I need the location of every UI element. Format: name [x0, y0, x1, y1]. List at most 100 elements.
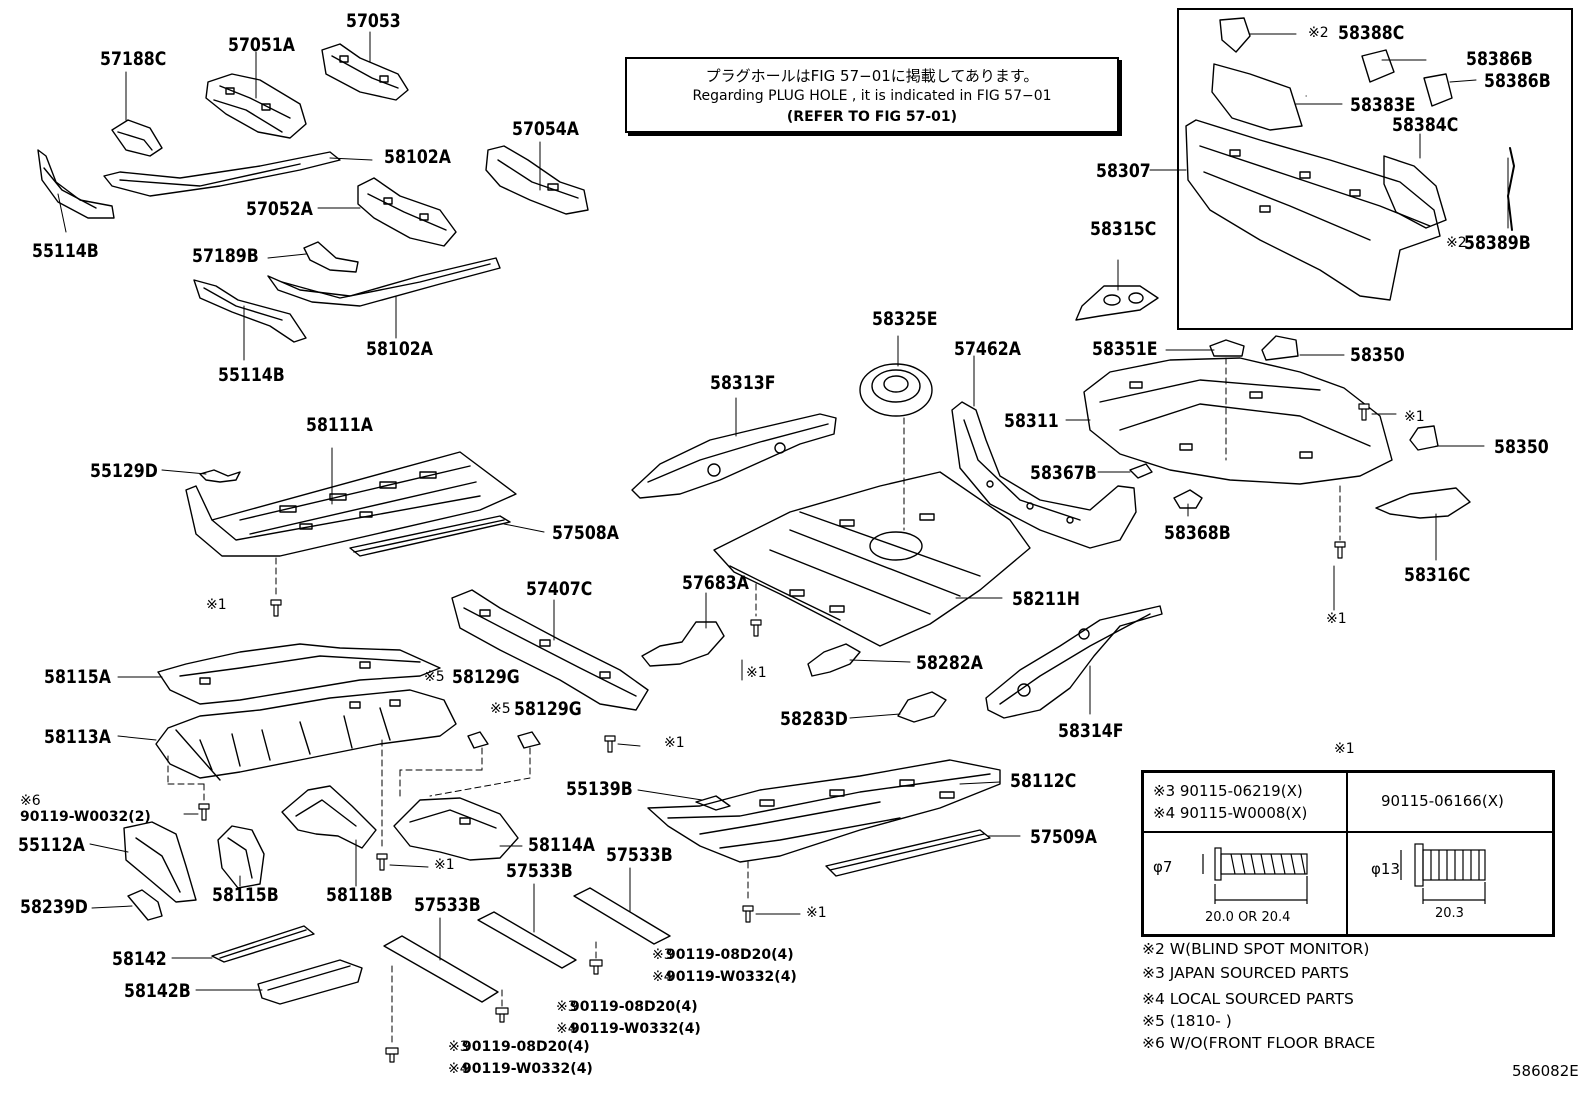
- part-58367B-shape: [1129, 463, 1153, 479]
- part-58389B-shape: [1507, 147, 1515, 231]
- part-label: 58307: [1096, 160, 1151, 182]
- fastener-dia-1: φ7: [1153, 858, 1173, 876]
- bolt-callout: 90119-08D20(4): [666, 947, 794, 963]
- fastener-len-2: 20.3: [1435, 906, 1464, 921]
- part-label: 57053: [346, 10, 401, 32]
- part-55114B-bottom-shape: [193, 279, 307, 343]
- mark-4: ※4: [448, 1061, 469, 1077]
- part-55129D-shape: [199, 469, 241, 483]
- part-label: 55114B: [218, 364, 285, 386]
- part-label: 58102A: [384, 146, 451, 168]
- part-58350-a-shape: [1261, 335, 1299, 361]
- mark-5: ※5: [424, 669, 445, 685]
- bolt-small-drawing: [1202, 847, 1308, 904]
- part-label: 57052A: [246, 198, 313, 220]
- part-label: 57407C: [526, 578, 593, 600]
- mark-2: ※2: [1446, 235, 1467, 251]
- fastener-cell: [1347, 832, 1553, 935]
- part-label: 58111A: [306, 414, 373, 436]
- mark-1: ※1: [206, 597, 227, 613]
- part-58350-b-shape: [1409, 425, 1439, 451]
- fastener-drawings: [1202, 843, 1486, 904]
- part-label: 58351E: [1092, 338, 1158, 360]
- part-58313F-shape: [631, 413, 837, 499]
- fastener-cell: [1143, 772, 1347, 832]
- part-label: 58316C: [1404, 564, 1471, 586]
- part-label: 58350: [1350, 344, 1405, 366]
- part-55112A-shape: [123, 821, 197, 903]
- part-57051A-shape: [205, 73, 307, 139]
- part-57509A-shape: [825, 829, 991, 877]
- part-58384C-shape: [1383, 155, 1447, 229]
- fastener-cell: [1143, 832, 1347, 935]
- bolt-icons: [198, 403, 1370, 1063]
- part-label: 58313F: [710, 372, 776, 394]
- part-58311-shape: [1083, 357, 1393, 485]
- part-label: 58239D: [20, 896, 88, 918]
- part-label: 58113A: [44, 726, 111, 748]
- part-label: 58282A: [916, 652, 983, 674]
- part-label: 58115B: [212, 884, 279, 906]
- fastener-part-2: 90115-06166(X): [1381, 792, 1504, 810]
- part-label: 58314F: [1058, 720, 1124, 742]
- part-label: 58142: [112, 948, 167, 970]
- part-label: 57188C: [100, 48, 167, 70]
- part-58211H-shape: [713, 471, 1031, 647]
- mark-3: ※3: [448, 1039, 469, 1055]
- part-label: 58112C: [1010, 770, 1077, 792]
- part-58112C-shape: [647, 759, 1001, 863]
- fastener-part-1a: ※3 90115-06219(X): [1153, 782, 1303, 800]
- part-label: 58315C: [1090, 218, 1157, 240]
- part-57407C-shape: [451, 589, 649, 711]
- part-58314F-shape: [985, 605, 1163, 719]
- part-58368B-shape: [1173, 489, 1203, 509]
- part-58118B-shape: [281, 785, 377, 849]
- mark-1: ※1: [664, 735, 685, 751]
- part-label: 57462A: [954, 338, 1021, 360]
- bolt-callout: 90119-08D20(4): [462, 1039, 590, 1055]
- part-label: 58383E: [1350, 94, 1416, 116]
- part-label: 58102A: [366, 338, 433, 360]
- part-57052A-shape: [357, 177, 457, 247]
- part-label: 58129G: [514, 698, 582, 720]
- mark-5: ※5: [490, 701, 511, 717]
- reference-note-en: Regarding PLUG HOLE , it is indicated in…: [692, 88, 1052, 104]
- part-57462A-shape: [951, 401, 1137, 549]
- part-label: 58386B: [1484, 70, 1551, 92]
- part-55114B-top-shape: [37, 149, 115, 219]
- mark-4: ※4: [652, 969, 673, 985]
- fastener-len-1: 20.0 OR 20.4: [1205, 910, 1291, 925]
- bolt-large-drawing: [1400, 843, 1486, 904]
- part-label: 55112A: [18, 834, 85, 856]
- mark-1: ※1: [1326, 611, 1347, 627]
- part-label: 55114B: [32, 240, 99, 262]
- part-58239D-shape: [127, 889, 163, 921]
- part-label: 58384C: [1392, 114, 1459, 136]
- part-58115B-shape: [217, 825, 265, 889]
- part-57683A-shape: [641, 621, 725, 667]
- part-label: 58325E: [872, 308, 938, 330]
- fastener-table: ※3 90115-06219(X) ※4 90115-W0008(X) 9011…: [1141, 770, 1555, 937]
- part-label: 55129D: [90, 460, 158, 482]
- part-label: 57533B: [606, 844, 673, 866]
- dashed-guides: [167, 95, 1341, 1047]
- part-58386B-b-shape: [1423, 73, 1453, 107]
- fastener-dia-2: φ13: [1371, 860, 1400, 878]
- fastener-cell: [1347, 772, 1553, 832]
- part-58142-shape: [211, 925, 315, 963]
- part-58113A-shape: [155, 689, 457, 781]
- bolt-callout: 90119-W0332(4): [570, 1021, 701, 1037]
- part-label: 58118B: [326, 884, 393, 906]
- part-57533B-c-shape: [573, 887, 671, 945]
- note-line: ※2 W(BLIND SPOT MONITOR): [1142, 940, 1370, 958]
- part-label: 58389B: [1464, 232, 1531, 254]
- part-label: 58283D: [780, 708, 848, 730]
- part-58129G-a-shape: [467, 731, 489, 749]
- mark-6: ※6: [20, 793, 41, 809]
- front-bolt-callout: 90119-W0032(2): [20, 809, 151, 825]
- part-57053-shape: [321, 43, 409, 101]
- part-58307-shape: [1185, 119, 1441, 301]
- part-58325E-shape: [859, 363, 933, 417]
